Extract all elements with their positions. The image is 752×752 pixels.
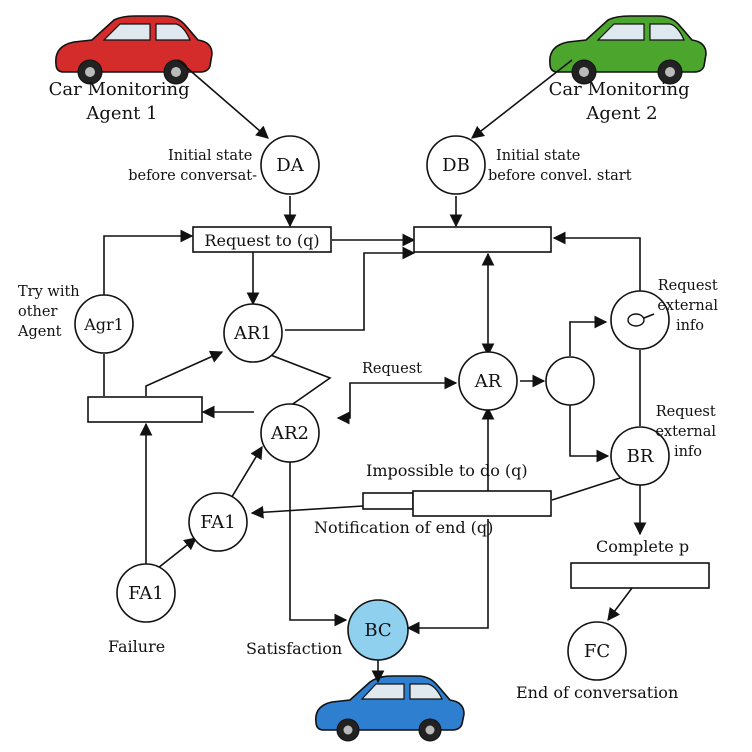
node-label-ar: AR (474, 371, 502, 392)
request-external-label-2: Request external info (655, 404, 720, 460)
node-label-fa1-bottom: FA1 (128, 583, 163, 604)
info-symbol-icon (627, 313, 645, 327)
request-to-q-label: Request to (q) (204, 231, 319, 250)
edge-ar2-bc (289, 448, 348, 627)
agent2-label: Car Monitoring Agent 2 (549, 79, 696, 124)
edge-ar1-ar2-cross (267, 353, 332, 407)
notification-end-label: Notification of end (q) (314, 518, 493, 537)
car-agent-2-icon (549, 15, 707, 85)
place-junction (545, 356, 595, 406)
edge-fa1b-fa1 (157, 537, 198, 569)
car-result-icon (315, 675, 465, 742)
place-agr1 (74, 294, 134, 354)
transitions (87, 226, 710, 589)
place-ar1 (223, 303, 283, 363)
complete-label: Complete p (596, 537, 689, 556)
edge-car1-da (177, 59, 269, 139)
car-agent-1-icon (55, 15, 213, 85)
db-note: Initial state before convel. start (488, 148, 632, 184)
node-label-agr1: Agr1 (83, 315, 124, 334)
edge-to-fa1 (250, 505, 364, 519)
failure-label: Failure (108, 637, 165, 656)
text-labels: Car Monitoring Agent 1 Car Monitoring Ag… (17, 79, 722, 702)
node-label-fc: FC (584, 641, 610, 662)
info-symbol-tail (643, 313, 655, 319)
edge-junction-br (569, 405, 610, 463)
edge-info-transition (552, 231, 641, 292)
edge-ar1-transition (285, 246, 416, 331)
edge-left-loop-request (103, 229, 194, 296)
transition-impossible (412, 490, 552, 517)
place-ar2 (260, 403, 320, 463)
edge-car2-db (470, 59, 573, 139)
edge-transition-bc (406, 519, 489, 635)
transition-request-to-q (192, 226, 332, 253)
da-note: Initial state before conversat- (128, 148, 257, 184)
place-fa1-bottom (116, 563, 176, 623)
node-label-db: DB (442, 155, 470, 176)
edge-br-transition (551, 477, 621, 501)
node-label-ar2: AR2 (270, 423, 309, 444)
transition-impossible-stub (362, 492, 414, 510)
edge-fa1-ar2 (229, 445, 263, 501)
edge-lefttransition-ar1 (145, 350, 224, 396)
node-label-fa1-top: FA1 (200, 512, 235, 533)
request-label: Request (362, 361, 422, 377)
end-of-conversation-label: End of conversation (516, 683, 678, 702)
transition-top-right (413, 226, 552, 253)
node-labels: DA DB Agr1 AR1 AR2 AR BR FA1 FA1 BC FC (83, 155, 654, 662)
try-other-label: Try with other Agent (17, 284, 84, 340)
node-label-br: BR (627, 446, 654, 467)
place-bc (347, 599, 409, 661)
edge-junction-info (569, 315, 608, 356)
place-br (610, 426, 670, 486)
transition-left (87, 396, 203, 423)
node-label-bc: BC (364, 620, 391, 641)
edge-ar2-ar (336, 376, 458, 425)
place-ar (458, 351, 518, 411)
agent1-label: Car Monitoring Agent 1 (49, 79, 196, 124)
transition-complete (570, 562, 710, 589)
request-external-label-1: Request external info (657, 278, 722, 334)
edge-complete-fc (607, 587, 633, 622)
impossible-label: Impossible to do (q) (366, 461, 528, 480)
edges (103, 59, 647, 684)
place-fa1-top (188, 492, 248, 552)
satisfaction-label: Satisfaction (246, 639, 342, 658)
places (74, 135, 670, 681)
place-db (426, 135, 486, 195)
place-fc (567, 621, 627, 681)
place-da (260, 135, 320, 195)
node-label-ar1: AR1 (233, 323, 272, 344)
node-label-da: DA (276, 155, 304, 176)
